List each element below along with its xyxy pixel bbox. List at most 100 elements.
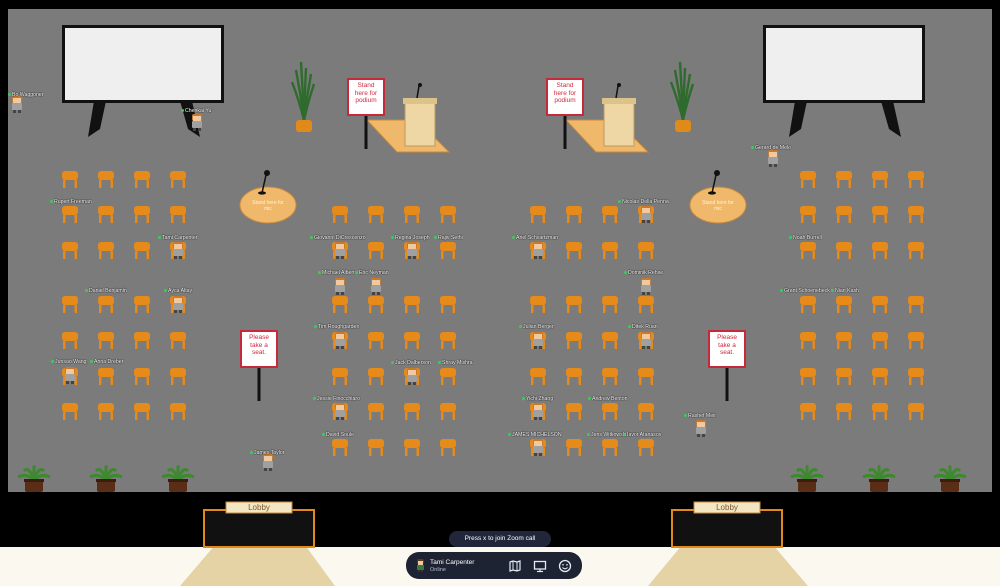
chair[interactable]: [98, 242, 114, 259]
chair[interactable]: [800, 171, 816, 188]
chair[interactable]: [566, 242, 582, 259]
chair[interactable]: [368, 439, 384, 456]
participant-avatar[interactable]: [533, 403, 543, 420]
chair[interactable]: [836, 242, 852, 259]
chair[interactable]: [602, 206, 618, 223]
chair[interactable]: [872, 206, 888, 223]
participant-avatar[interactable]: [335, 403, 345, 420]
chair[interactable]: [98, 296, 114, 313]
chair[interactable]: [440, 439, 456, 456]
chair[interactable]: [440, 242, 456, 259]
participant-avatar[interactable]: [173, 242, 183, 259]
chair[interactable]: [872, 403, 888, 420]
participant-avatar[interactable]: [641, 332, 651, 349]
chair[interactable]: [908, 332, 924, 349]
projector-screen[interactable]: [62, 25, 224, 137]
chair[interactable]: [332, 368, 348, 385]
chair[interactable]: [908, 296, 924, 313]
chair[interactable]: [836, 171, 852, 188]
chair[interactable]: [368, 368, 384, 385]
chair[interactable]: [98, 403, 114, 420]
chair[interactable]: [638, 439, 654, 456]
chair[interactable]: [800, 332, 816, 349]
chair[interactable]: [638, 403, 654, 420]
chair[interactable]: [134, 171, 150, 188]
participant-avatar[interactable]: [65, 367, 75, 384]
chair[interactable]: [134, 403, 150, 420]
chair[interactable]: [602, 242, 618, 259]
chair[interactable]: [134, 296, 150, 313]
chair[interactable]: [368, 403, 384, 420]
chair[interactable]: [530, 296, 546, 313]
chair[interactable]: [170, 368, 186, 385]
chair[interactable]: [440, 368, 456, 385]
participant-avatar[interactable]: [407, 242, 417, 259]
participant-avatar[interactable]: [12, 96, 22, 113]
chair[interactable]: [908, 242, 924, 259]
chair[interactable]: [800, 206, 816, 223]
chair[interactable]: [836, 332, 852, 349]
chair[interactable]: [404, 296, 420, 313]
chair[interactable]: [170, 206, 186, 223]
chair[interactable]: [638, 368, 654, 385]
participant-avatar[interactable]: [335, 242, 345, 259]
participant-avatar[interactable]: [533, 439, 543, 456]
chair[interactable]: [602, 403, 618, 420]
chair[interactable]: [836, 206, 852, 223]
chair[interactable]: [440, 403, 456, 420]
chair[interactable]: [530, 206, 546, 223]
chair[interactable]: [170, 332, 186, 349]
chair[interactable]: [170, 403, 186, 420]
chair[interactable]: [602, 296, 618, 313]
chair[interactable]: [872, 242, 888, 259]
chair[interactable]: [566, 332, 582, 349]
chair[interactable]: [566, 206, 582, 223]
chair[interactable]: [368, 242, 384, 259]
podium[interactable]: [564, 83, 650, 153]
participant-avatar[interactable]: [335, 278, 345, 295]
participant-avatar[interactable]: [641, 278, 651, 295]
chair[interactable]: [566, 439, 582, 456]
chair[interactable]: [638, 242, 654, 259]
chair[interactable]: [98, 206, 114, 223]
participant-avatar[interactable]: [335, 332, 345, 349]
lobby-door[interactable]: [203, 501, 315, 548]
chair[interactable]: [440, 206, 456, 223]
mic-spot[interactable]: [239, 170, 297, 224]
chair[interactable]: [440, 296, 456, 313]
chair[interactable]: [908, 403, 924, 420]
lobby-door[interactable]: [671, 501, 783, 548]
chair[interactable]: [836, 296, 852, 313]
participant-avatar[interactable]: [696, 420, 706, 437]
chair[interactable]: [62, 296, 78, 313]
chair[interactable]: [62, 403, 78, 420]
chair[interactable]: [872, 368, 888, 385]
chair[interactable]: [908, 206, 924, 223]
chair[interactable]: [800, 296, 816, 313]
screen-share-icon[interactable]: [532, 558, 548, 574]
chair[interactable]: [440, 332, 456, 349]
chair[interactable]: [134, 332, 150, 349]
chair[interactable]: [98, 368, 114, 385]
map-icon[interactable]: [507, 558, 523, 574]
podium[interactable]: [365, 83, 451, 153]
participant-avatar[interactable]: [407, 368, 417, 385]
projector-screen[interactable]: [763, 25, 925, 137]
participant-avatar[interactable]: [173, 296, 183, 313]
chair[interactable]: [62, 242, 78, 259]
chair[interactable]: [134, 206, 150, 223]
chair[interactable]: [872, 332, 888, 349]
chair[interactable]: [62, 332, 78, 349]
chair[interactable]: [332, 206, 348, 223]
participant-avatar[interactable]: [192, 114, 202, 131]
chair[interactable]: [404, 332, 420, 349]
chair[interactable]: [368, 332, 384, 349]
chair[interactable]: [368, 296, 384, 313]
chair[interactable]: [908, 171, 924, 188]
chair[interactable]: [800, 368, 816, 385]
chair[interactable]: [872, 296, 888, 313]
chair[interactable]: [404, 439, 420, 456]
chair[interactable]: [800, 242, 816, 259]
chair[interactable]: [170, 171, 186, 188]
participant-avatar[interactable]: [768, 150, 778, 167]
